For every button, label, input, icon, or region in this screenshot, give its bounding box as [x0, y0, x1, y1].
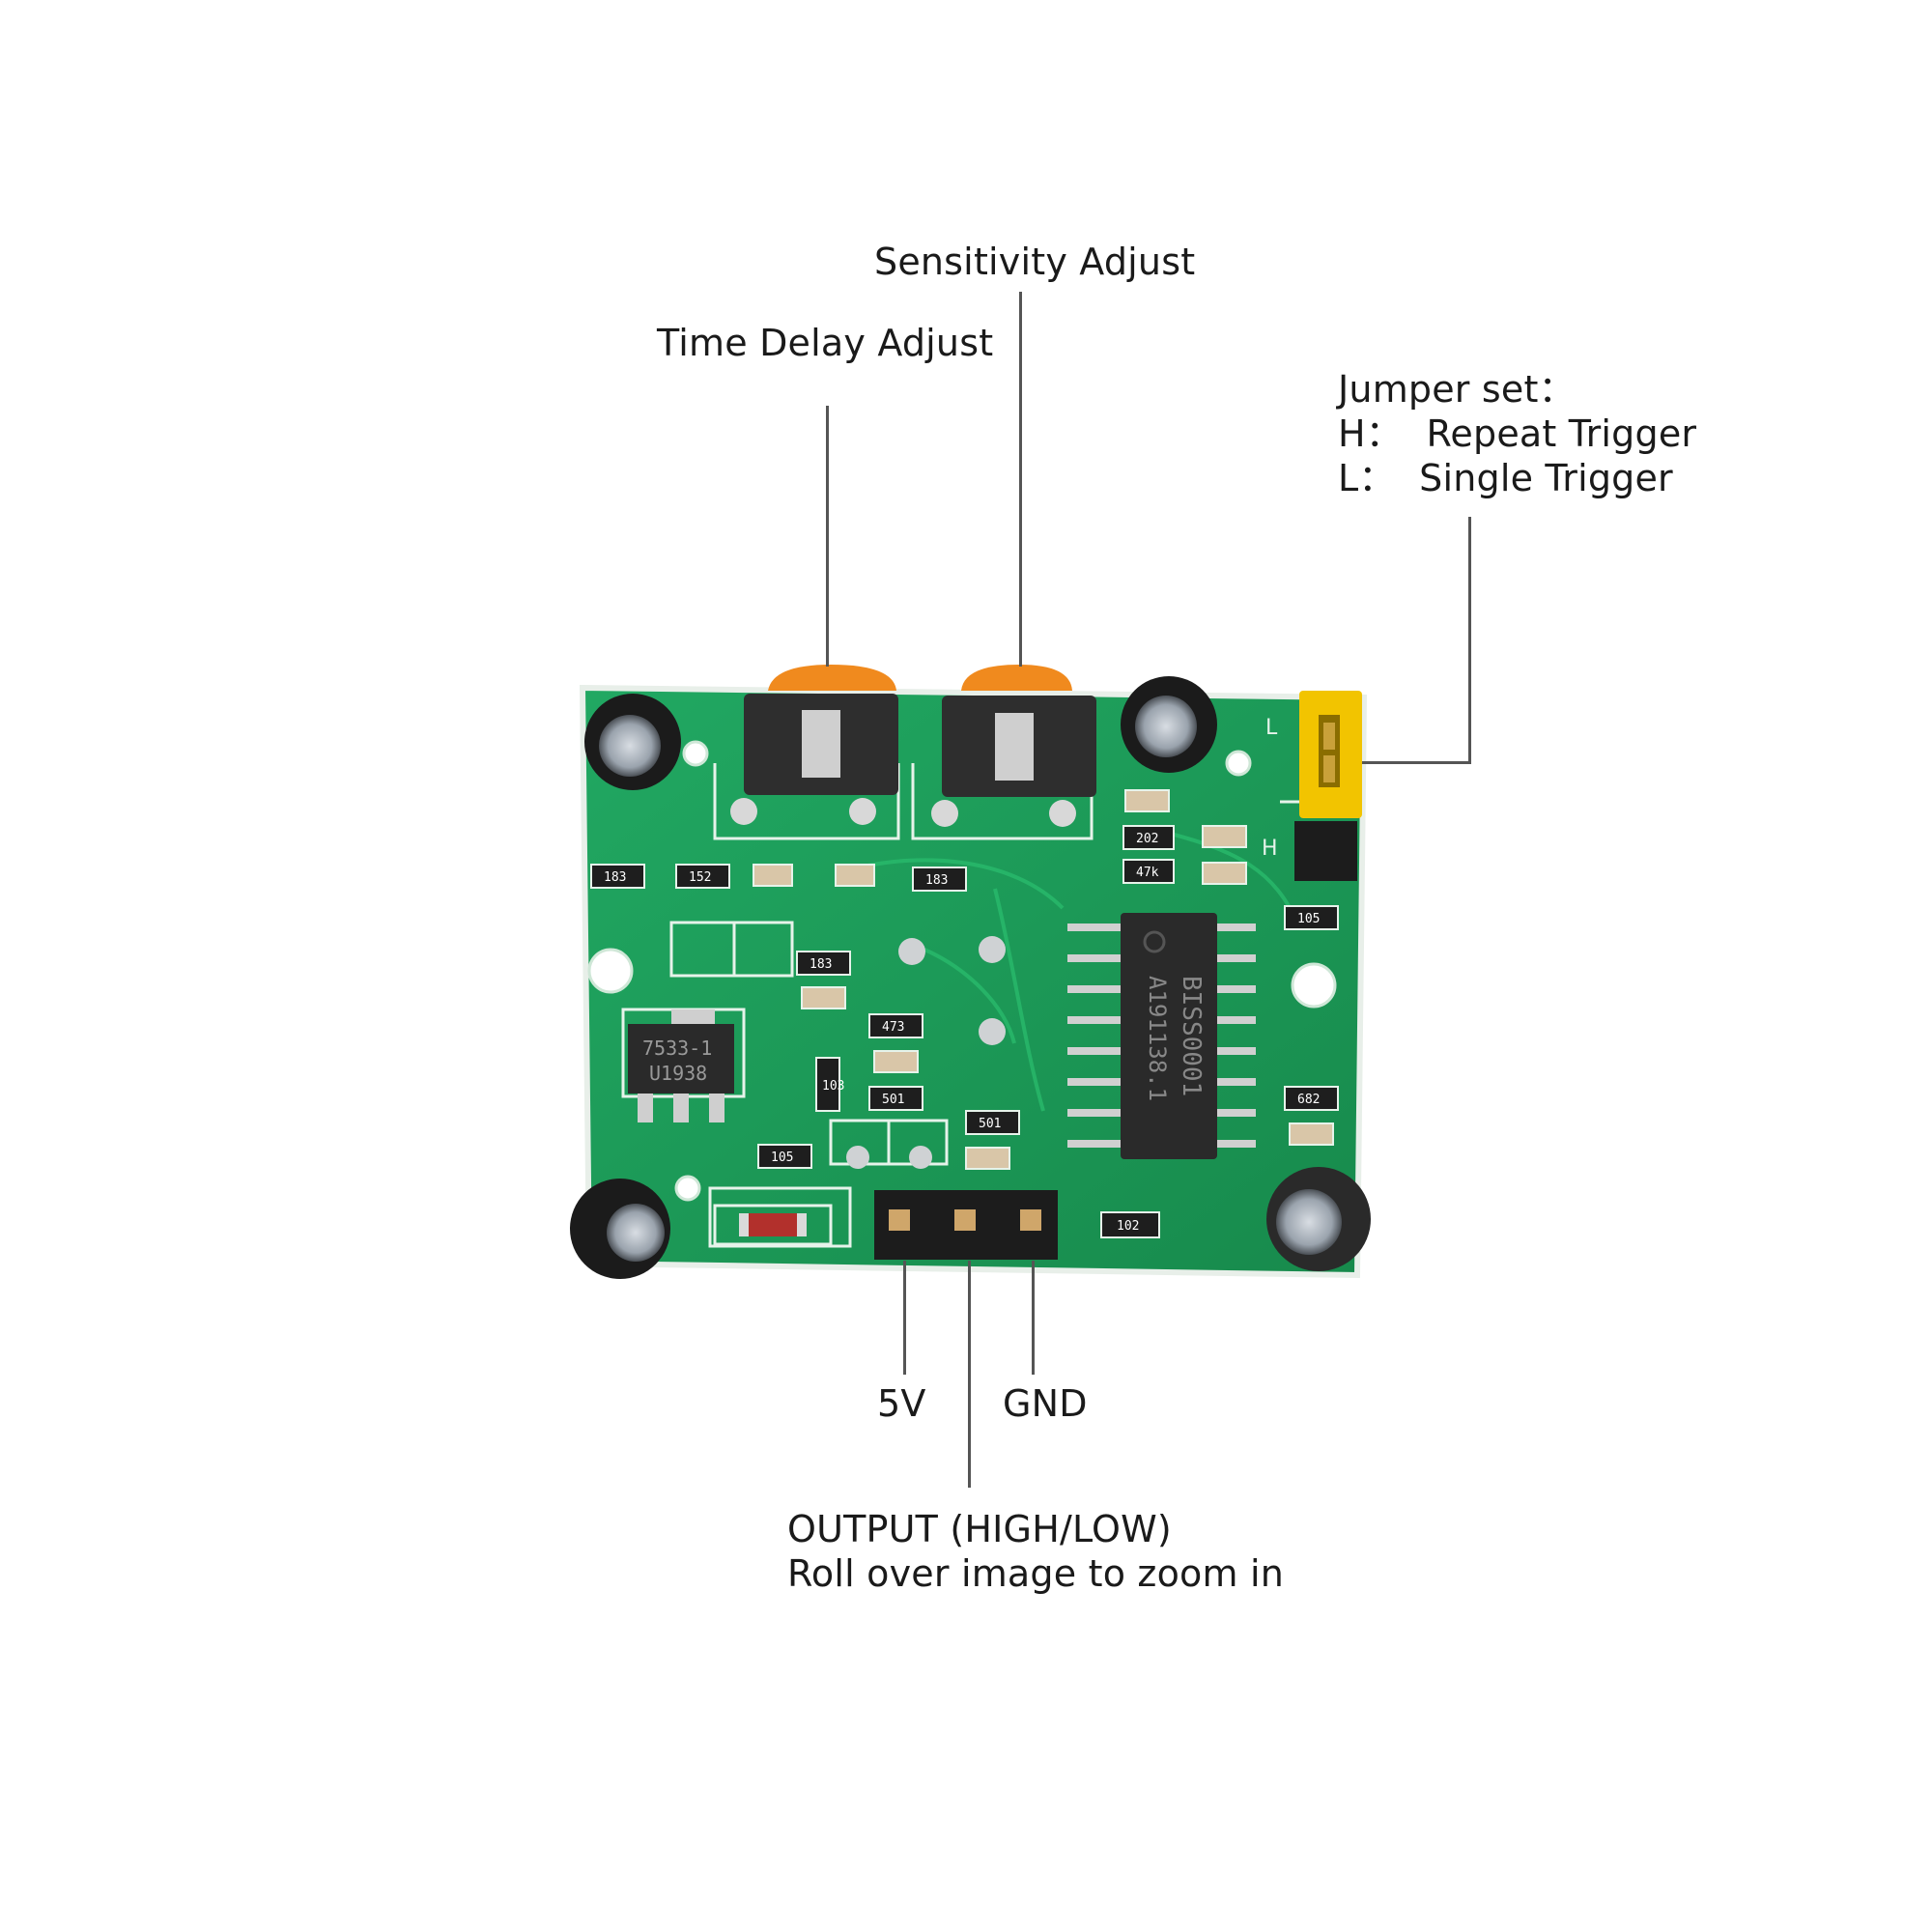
jumper-leader-vertical [1468, 517, 1471, 763]
smd-resistor: 501 [965, 1110, 1020, 1135]
smd-resistor: 47k [1122, 859, 1175, 884]
jumper-set-title: Jumper set： [1338, 368, 1576, 411]
smd-resistors: 183 152 183 202 47k 105 183 473 103 501 … [590, 825, 1339, 1238]
sensitivity-adjust-label: Sensitivity Adjust [874, 241, 1196, 283]
svg-text:105: 105 [1297, 912, 1320, 926]
output-pin-label: OUTPUT (HIGH/LOW) [787, 1508, 1172, 1550]
capacitor-bottom-right [1266, 1167, 1371, 1271]
regulator-label-2: U1938 [649, 1062, 707, 1085]
test-pads [846, 936, 1006, 1169]
svg-text:183: 183 [604, 870, 626, 885]
smd-resistor: 183 [796, 951, 851, 976]
smd-capacitors [753, 789, 1334, 1170]
svg-text:682: 682 [1297, 1093, 1320, 1107]
svg-text:47k: 47k [1136, 866, 1159, 880]
time-delay-potentiometer [730, 665, 898, 825]
voltage-regulator: 7533-1 U1938 [628, 1009, 734, 1122]
svg-text:501: 501 [979, 1117, 1001, 1131]
smd-resistor: 102 [1100, 1211, 1160, 1238]
capacitor-top-right [1121, 676, 1217, 773]
jumper-h-mark: H [1262, 837, 1278, 861]
smd-resistor: 682 [1284, 1086, 1339, 1111]
smd-resistor: 202 [1122, 825, 1175, 850]
mounting-holes [587, 740, 1337, 1202]
smd-resistor: 105 [757, 1144, 812, 1169]
jumper-l-label: L： Single Trigger [1338, 457, 1673, 499]
svg-text:183: 183 [810, 957, 832, 972]
trigger-jumper: L H [1262, 691, 1362, 881]
smd-resistor: 183 [912, 867, 967, 892]
svg-text:102: 102 [1117, 1219, 1139, 1234]
svg-text:103: 103 [822, 1079, 844, 1094]
ic-label-2: A191138.1 [1144, 976, 1171, 1101]
smd-resistor: 103 [815, 1057, 844, 1112]
svg-text:202: 202 [1136, 832, 1158, 846]
capacitor-top-left [584, 694, 681, 790]
gnd-pin-label: GND [1003, 1382, 1088, 1425]
diode [713, 1204, 833, 1246]
biss0001-ic: BISS0001 A191138.1 [1067, 913, 1256, 1159]
jumper-h-label: H： Repeat Trigger [1338, 412, 1697, 455]
5v-leader [903, 1261, 906, 1375]
ic-label-1: BISS0001 [1177, 976, 1206, 1096]
svg-text:501: 501 [882, 1093, 904, 1107]
smd-resistor: 501 [868, 1086, 923, 1111]
smd-resistor: 473 [868, 1013, 923, 1038]
smd-resistor: 152 [675, 864, 730, 889]
svg-text:473: 473 [882, 1020, 904, 1035]
svg-text:152: 152 [689, 870, 711, 885]
smd-resistor: 183 [590, 864, 645, 889]
sensitivity-potentiometer [931, 665, 1096, 827]
sensitivity-leader [1019, 292, 1022, 667]
regulator-label-1: 7533-1 [642, 1037, 712, 1060]
time-delay-adjust-label: Time Delay Adjust [657, 322, 994, 364]
zoom-hint: Roll over image to zoom in [787, 1552, 1285, 1595]
svg-text:183: 183 [925, 873, 948, 888]
output-leader [968, 1261, 971, 1488]
gnd-leader [1032, 1261, 1035, 1375]
smd-resistor: 105 [1284, 905, 1339, 930]
5v-pin-label: 5V [877, 1382, 926, 1425]
jumper-leader-horizontal [1362, 761, 1471, 764]
svg-text:105: 105 [771, 1151, 793, 1165]
pin-header [874, 1190, 1058, 1260]
time-delay-leader [826, 406, 829, 667]
jumper-l-mark: L [1265, 716, 1278, 740]
capacitor-bottom-left [570, 1179, 670, 1279]
